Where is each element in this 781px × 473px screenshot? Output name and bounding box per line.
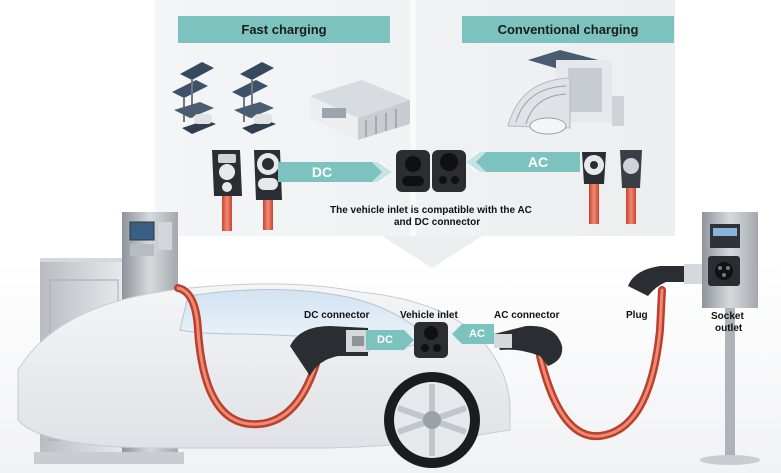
header-conventional-charging: Conventional charging xyxy=(462,16,674,43)
ac-arrow-bottom xyxy=(452,324,494,344)
label-socket-line-2: outlet xyxy=(715,323,743,334)
ac-connector-handle xyxy=(494,325,563,366)
plug-icon xyxy=(628,264,702,296)
dc-arrow-top-label: DC xyxy=(311,164,333,180)
label-ac-connector: AC connector xyxy=(494,310,560,321)
caption-line-2: and DC connector xyxy=(394,217,481,228)
dc-connector-handle xyxy=(290,326,370,376)
label-vehicle-inlet: Vehicle inlet xyxy=(400,310,458,321)
solar-panel-icon xyxy=(172,62,276,134)
dc-arrow-bottom-label: DC xyxy=(377,334,393,346)
ac-arrow-top xyxy=(466,152,580,172)
dc-connector-icon xyxy=(212,150,282,231)
label-socket-line-1: Socket xyxy=(711,311,744,322)
socket-outlet-icon xyxy=(700,212,760,465)
label-dc-connector: DC connector xyxy=(304,310,370,321)
header-fast-charging: Fast charging xyxy=(178,16,390,43)
vehicle-inlet-icon xyxy=(396,150,466,192)
dc-arrow-top xyxy=(278,162,392,182)
charging-station-building-icon xyxy=(310,80,410,140)
dc-arrow-bottom xyxy=(366,330,414,350)
electric-car xyxy=(17,283,511,468)
label-plug: Plug xyxy=(626,310,648,321)
ac-arrow-bottom-label: AC xyxy=(469,328,485,340)
caption-line-1: The vehicle inlet is compatible with the… xyxy=(330,205,532,216)
vehicle-inlet xyxy=(414,322,448,358)
cables xyxy=(174,284,666,441)
ac-arrow-top-label: AC xyxy=(527,154,549,170)
garage-icon xyxy=(507,50,624,135)
ac-connector-icon xyxy=(582,150,642,224)
